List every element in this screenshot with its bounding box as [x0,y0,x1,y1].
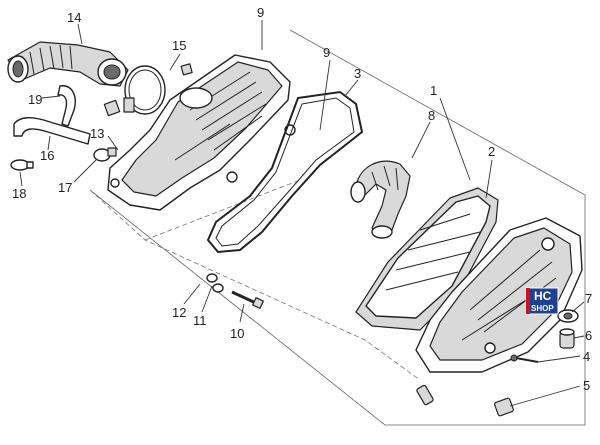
callout-12: 12 [172,305,186,320]
air-filter-element [355,187,499,331]
clip-nut [103,99,121,117]
hose-clamp-small [10,159,34,171]
hose-clamp-screw [93,147,117,162]
badge-hc: HC [534,289,552,303]
callout-17: 17 [58,180,72,195]
spacer-washer [206,273,218,283]
callout-8: 8 [428,108,435,123]
housing-screw [510,354,539,363]
badge-shop: SHOP [531,304,554,313]
callout-19: 19 [28,92,42,107]
callout-labels: 14 15 9 9 3 1 8 2 7 6 4 5 10 11 12 19 13… [12,5,592,393]
intake-bellow-hose [7,41,129,87]
callout-14: 14 [67,10,81,25]
drain-plug [559,328,575,349]
long-bolt [231,290,264,309]
drain-valve [416,384,514,417]
callout-3: 3 [354,66,361,81]
callout-15: 15 [172,38,186,53]
callout-10: 10 [230,326,244,341]
assembly-frame-outline [89,29,586,426]
callout-7: 7 [585,291,592,306]
leader-lines [19,20,585,407]
washer [212,283,224,293]
crankcase-breather-hose [13,117,91,145]
band-clamp-large [123,65,166,115]
callout-9a: 9 [257,5,264,20]
lid-gasket-inner [215,97,355,247]
lid-gasket [206,90,364,254]
callout-4: 4 [583,349,590,364]
callout-6: 6 [585,328,592,343]
housing-clip [557,309,579,323]
bent-tube [57,85,76,127]
intake-elbow [350,160,411,239]
callout-9b: 9 [323,45,330,60]
nut-top [180,63,193,76]
callout-5: 5 [583,378,590,393]
callout-1: 1 [430,83,437,98]
hc-shop-badge: HC SHOP [525,287,559,315]
sub-assembly-boundary [89,189,421,381]
callout-13: 13 [90,126,104,141]
callout-16: 16 [40,148,54,163]
callout-18: 18 [12,186,26,201]
callout-11: 11 [193,313,207,328]
guide-dashed-center [144,179,301,241]
air-filter-lid [107,54,296,211]
air-filter-housing [415,217,583,373]
callout-2: 2 [488,144,495,159]
